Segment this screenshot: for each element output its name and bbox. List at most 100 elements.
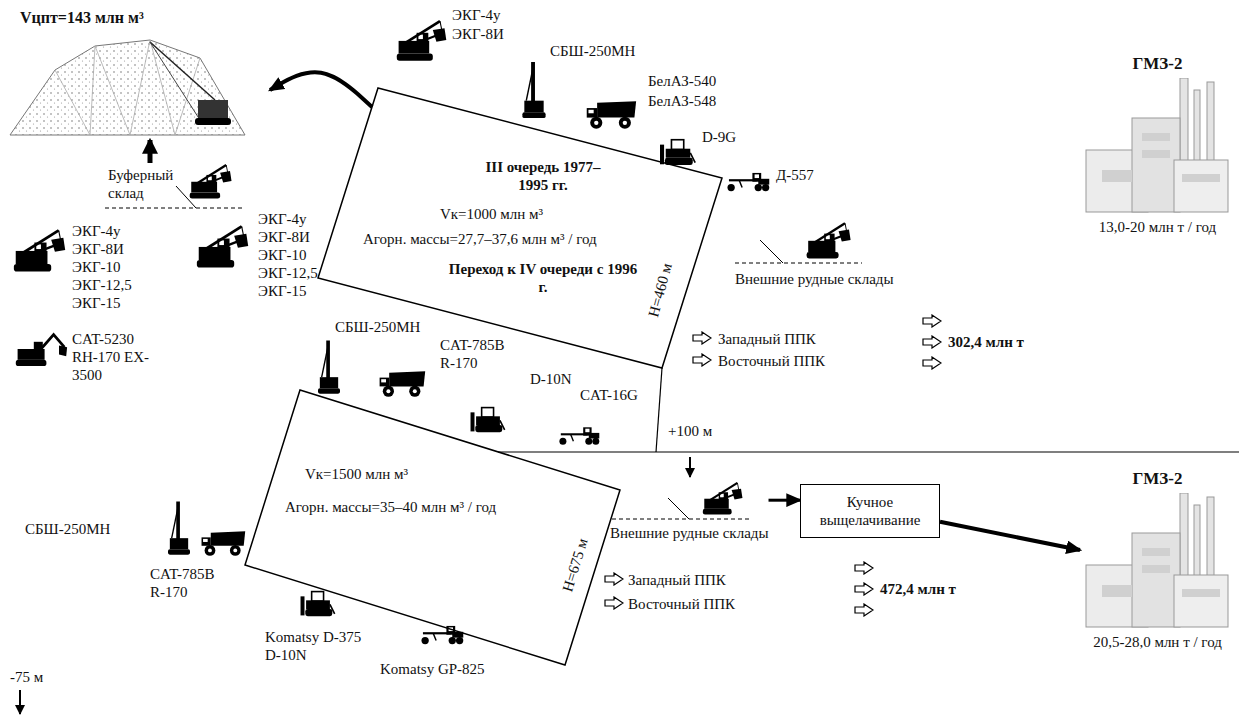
ground-line xyxy=(735,263,862,264)
node-text: 20,5-28,0 млн т / год xyxy=(1080,633,1235,651)
plant-drawing xyxy=(1086,493,1228,627)
excavator-icon xyxy=(14,230,65,271)
flow-connector xyxy=(270,72,372,107)
excavator-icon xyxy=(197,226,248,267)
pit-border xyxy=(318,88,722,368)
level-line xyxy=(498,451,1239,452)
dozer-icon xyxy=(660,140,695,165)
flow-arrow xyxy=(923,315,941,327)
node-text: ГМЗ-2 xyxy=(1080,470,1235,488)
slope-line xyxy=(668,498,689,519)
node-text: Агорн. массы=27,7–37,6 млн м³ / год xyxy=(363,230,597,248)
conveyor-label: Западный ППК xyxy=(718,330,816,348)
pit-outline xyxy=(245,390,620,665)
node-text: Кучное выщелачивание xyxy=(811,493,929,529)
flow-arrow xyxy=(855,604,873,616)
ground-line xyxy=(105,208,242,209)
flow-arrow xyxy=(605,573,623,585)
node-text: ГМЗ-2 xyxy=(1080,55,1235,73)
equipment-list: CAT-785B R-170 xyxy=(440,336,520,372)
stage-pit-outline: Vк=1500 млн м³ Агорн. массы=35–40 млн м³ … xyxy=(245,390,620,665)
flow-arrow xyxy=(693,354,711,366)
grader-icon xyxy=(421,626,463,644)
slope-line xyxy=(760,240,783,263)
level-line xyxy=(656,368,662,452)
grader-icon xyxy=(559,427,599,445)
node-text: Vк=1000 млн м³ xyxy=(440,205,543,223)
equipment-label: Komatsy GP-825 xyxy=(380,660,485,678)
equipment-label: СБШ-250МН xyxy=(550,42,635,60)
ground-line xyxy=(612,519,750,520)
node-text: Vцпт=143 млн м³ xyxy=(20,9,144,27)
drill-icon xyxy=(318,341,340,394)
flow-connector xyxy=(940,522,1080,550)
equipment-label: БелАЗ-548 xyxy=(648,92,716,110)
flow-arrow xyxy=(923,357,941,369)
hydraulic-excavator-icon xyxy=(16,335,67,367)
equipment-list: CAT-5230 RH-170 EX-3500 xyxy=(72,330,152,384)
excavator-icon xyxy=(397,21,447,61)
pit-border xyxy=(245,390,620,665)
node-text: H=675 м xyxy=(558,536,591,594)
node-text: Внешние рудные склады xyxy=(610,524,769,542)
node-text: Переход к IV очереди с 1996 г. xyxy=(443,260,643,296)
excavator-icon xyxy=(190,165,232,198)
equipment-label: БелАЗ-540 xyxy=(648,72,716,90)
equipment-label: СБШ-250МН xyxy=(335,318,420,336)
dozer-icon xyxy=(471,408,505,433)
equipment-label: CAT-16G xyxy=(580,386,638,404)
level-label: -75 м xyxy=(10,668,43,686)
stockpile-label: Внешние рудные склады xyxy=(735,270,894,288)
process-box: Кучное выщелачивание xyxy=(800,484,940,538)
node-text: Агорн. массы=35–40 млн м³ / год xyxy=(285,498,496,516)
node-text: III очередь 1977–1995 гг. xyxy=(478,158,608,194)
tonnage-label: 472,4 млн т xyxy=(880,580,956,598)
grader-icon xyxy=(727,173,769,191)
plant-drawing xyxy=(1086,78,1228,212)
equipment-list: ЭКГ-4у ЭКГ-8И ЭКГ-10 ЭКГ-12,5 ЭКГ-15 xyxy=(72,222,144,312)
plant-node: ГМЗ-2 13,0-20 млн т / год xyxy=(1080,55,1235,236)
node-text: 13,0-20 млн т / год xyxy=(1080,218,1235,236)
equipment-list: Komatsy D-375 D-10N xyxy=(265,628,365,664)
equipment-label: D-10N xyxy=(530,370,572,388)
flow-arrow xyxy=(923,336,941,348)
excavator-icon xyxy=(703,483,743,515)
ore-stockpile: Внешние рудные склады xyxy=(610,478,769,542)
excavator-icon xyxy=(807,223,851,258)
equipment-label: ЭКГ-8И xyxy=(452,25,504,43)
drill-icon xyxy=(168,502,190,555)
dump-pile: Vцпт=143 млн м³ xyxy=(5,5,270,135)
flow-arrow xyxy=(605,597,623,609)
equipment-label: Д-557 xyxy=(776,166,814,184)
dozer-icon xyxy=(301,592,335,617)
tonnage-label: 302,4 млн т xyxy=(948,333,1024,351)
dump-pile-drawing xyxy=(10,40,245,135)
stacker-track xyxy=(195,118,231,125)
equipment-list: ЭКГ-4у ЭКГ-8И ЭКГ-10 ЭКГ-12,5 ЭКГ-15 xyxy=(258,210,328,300)
equipment-label: D-9G xyxy=(702,128,736,146)
equipment-list: CAT-785B R-170 xyxy=(150,565,230,601)
stacker-boom xyxy=(150,42,215,100)
node-text: Vк=1500 млн м³ xyxy=(305,465,408,483)
level-label: +100 м xyxy=(668,422,712,440)
truck-icon xyxy=(202,531,246,556)
stock-label: Буферный склад xyxy=(108,166,188,202)
pile-benches xyxy=(55,40,200,135)
truck-icon xyxy=(587,101,636,129)
conveyor-label: Восточный ППК xyxy=(718,352,825,370)
slope-line xyxy=(176,186,196,208)
flow-arrow xyxy=(855,562,873,574)
conveyor-label: Западный ППК xyxy=(628,571,726,589)
node-text: H=460 м xyxy=(644,261,676,319)
flow-connector xyxy=(769,499,800,502)
drill-icon xyxy=(522,62,545,118)
level-arrow xyxy=(19,690,21,714)
flow-arrow xyxy=(148,140,153,163)
flow-arrow xyxy=(693,332,711,344)
equipment-label: СБШ-250МН xyxy=(25,520,110,538)
truck-icon xyxy=(380,371,426,397)
equipment-label: ЭКГ-4у xyxy=(452,6,501,24)
